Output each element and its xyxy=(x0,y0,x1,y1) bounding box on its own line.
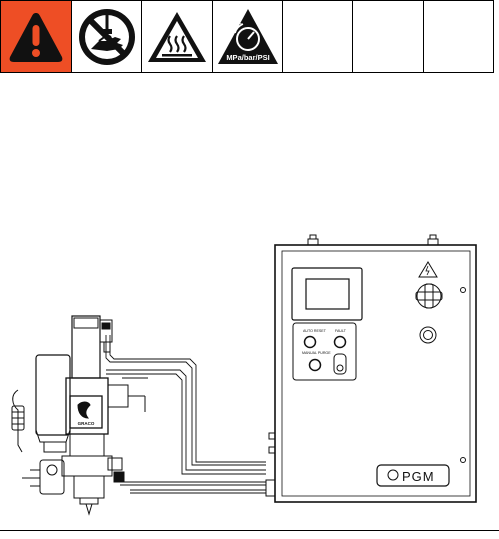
warning-cell-no-hand xyxy=(72,1,142,72)
model-name: PGM xyxy=(402,469,435,484)
electrical-warning-icon xyxy=(419,262,437,277)
warning-cell-pressure: MPa/bar/PSI xyxy=(213,1,283,72)
footer-rule xyxy=(0,530,499,531)
manual-purge-button xyxy=(310,360,321,371)
system-illustration: AUTO RESET FAULT MANUAL PURGE GRACO PGM xyxy=(0,230,499,522)
controller-display xyxy=(292,268,362,320)
warning-cell-exclamation xyxy=(1,1,72,72)
disconnect-switch xyxy=(416,284,442,308)
hot-surface-icon xyxy=(146,9,208,65)
dispense-valve xyxy=(12,316,145,514)
warning-cell-empty-2 xyxy=(353,1,424,72)
auto-reset-label: AUTO RESET xyxy=(303,329,327,333)
manual-purge-label: MANUAL PURGE xyxy=(302,351,331,355)
auto-reset-button xyxy=(305,337,316,348)
indicator-light xyxy=(420,327,436,343)
warning-cell-empty-3 xyxy=(424,1,493,72)
pressure-units-label: MPa/bar/PSI xyxy=(226,53,269,62)
hose-bundle xyxy=(106,335,266,493)
warning-cell-empty-1 xyxy=(283,1,353,72)
no-hand-contact-icon xyxy=(77,7,137,67)
warning-cell-hot-surface xyxy=(142,1,213,72)
fault-button xyxy=(335,337,346,348)
exclamation-warning-icon xyxy=(6,9,66,65)
valve-brand-logo: GRACO xyxy=(78,421,95,426)
warning-symbol-table: MPa/bar/PSI xyxy=(0,0,494,73)
pressure-gauge-icon: MPa/bar/PSI xyxy=(216,7,280,67)
fault-label: FAULT xyxy=(335,329,347,333)
controller-cabinet xyxy=(266,235,476,502)
